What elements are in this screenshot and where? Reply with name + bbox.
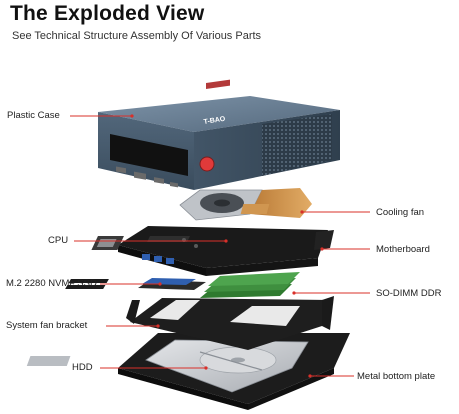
leader-dot-hdd bbox=[204, 366, 208, 370]
leader-lines bbox=[70, 114, 370, 378]
case-brand-text: T-BAO bbox=[203, 116, 226, 126]
label-cooling-fan: Cooling fan bbox=[376, 207, 425, 218]
page-title: The Exploded View bbox=[10, 2, 205, 25]
leader-dot-bottom-plate bbox=[308, 374, 312, 378]
leader-dot-fan-bracket bbox=[156, 324, 160, 328]
leader-dot-ssd bbox=[158, 282, 162, 286]
cooling-fan bbox=[179, 188, 312, 221]
label-so-dimm-ddr: SO-DIMM DDR bbox=[376, 288, 442, 299]
label-metal-bottom-plate: Metal bottom plate bbox=[357, 371, 436, 382]
label-plastic-case: Plastic Case bbox=[7, 110, 60, 121]
plastic-case: T-BAO bbox=[98, 79, 340, 190]
system-fan-bracket bbox=[126, 296, 334, 350]
m2-nvme-ssd bbox=[138, 278, 206, 290]
label-cpu: CPU bbox=[48, 235, 69, 246]
motherboard-board bbox=[91, 226, 334, 276]
label-system-fan-bracket: System fan bracket bbox=[6, 320, 88, 331]
label-motherboard: Motherboard bbox=[376, 244, 430, 255]
hdd-drive bbox=[26, 339, 309, 393]
so-dimm-ddr-modules bbox=[65, 272, 300, 298]
label-hdd: HDD bbox=[72, 362, 93, 373]
leader-dot-motherboard bbox=[320, 247, 324, 251]
label-m2-ssd: M.2 2280 NVMe SSD bbox=[6, 278, 97, 289]
leader-dot-cpu bbox=[224, 239, 228, 243]
leader-dot-so-dimm bbox=[292, 291, 296, 295]
leader-dot-plastic-case bbox=[130, 114, 134, 118]
leader-dot-cooling-fan bbox=[300, 210, 304, 214]
page-subtitle: See Technical Structure Assembly Of Vari… bbox=[12, 30, 262, 42]
